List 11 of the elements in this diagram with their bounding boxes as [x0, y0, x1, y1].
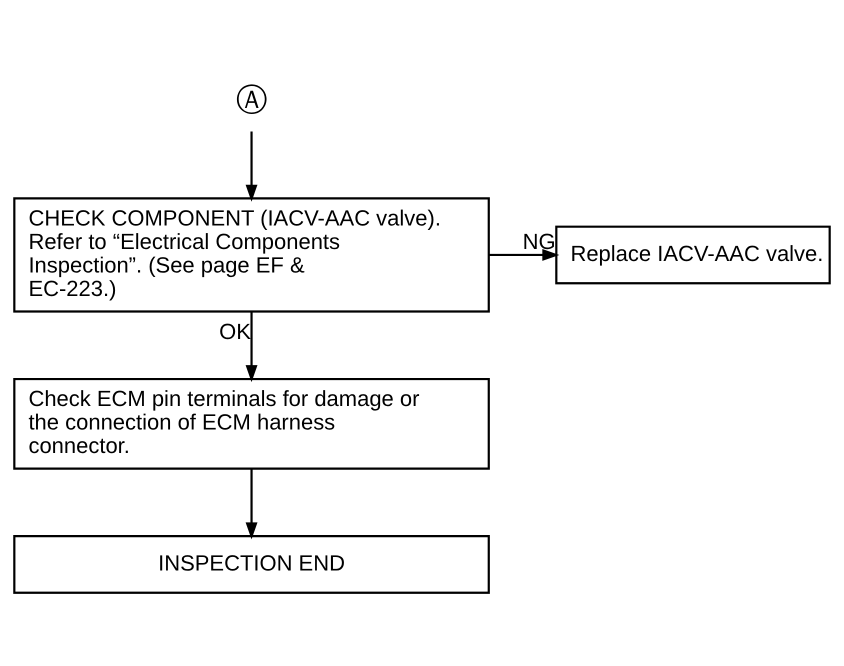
node-box: Check ECM pin terminals for damage or the connection of ECM harness connector. — [13, 377, 490, 470]
node-text: Ⓐ — [236, 82, 268, 117]
arrow — [246, 311, 258, 382]
arrow — [489, 248, 560, 260]
node-box: CHECK COMPONENT (IACV-AAC valve). Refer to “Electrical Components Inspection”. (See page EF & EC-223.) — [13, 196, 490, 312]
node-box: INSPECTION END — [13, 534, 490, 594]
node-box: Replace IACV-AAC valve. — [555, 225, 831, 284]
arrow — [246, 131, 258, 202]
arrow — [246, 468, 258, 539]
edge-label: OK — [219, 318, 251, 344]
edge-label: NG — [522, 228, 556, 254]
